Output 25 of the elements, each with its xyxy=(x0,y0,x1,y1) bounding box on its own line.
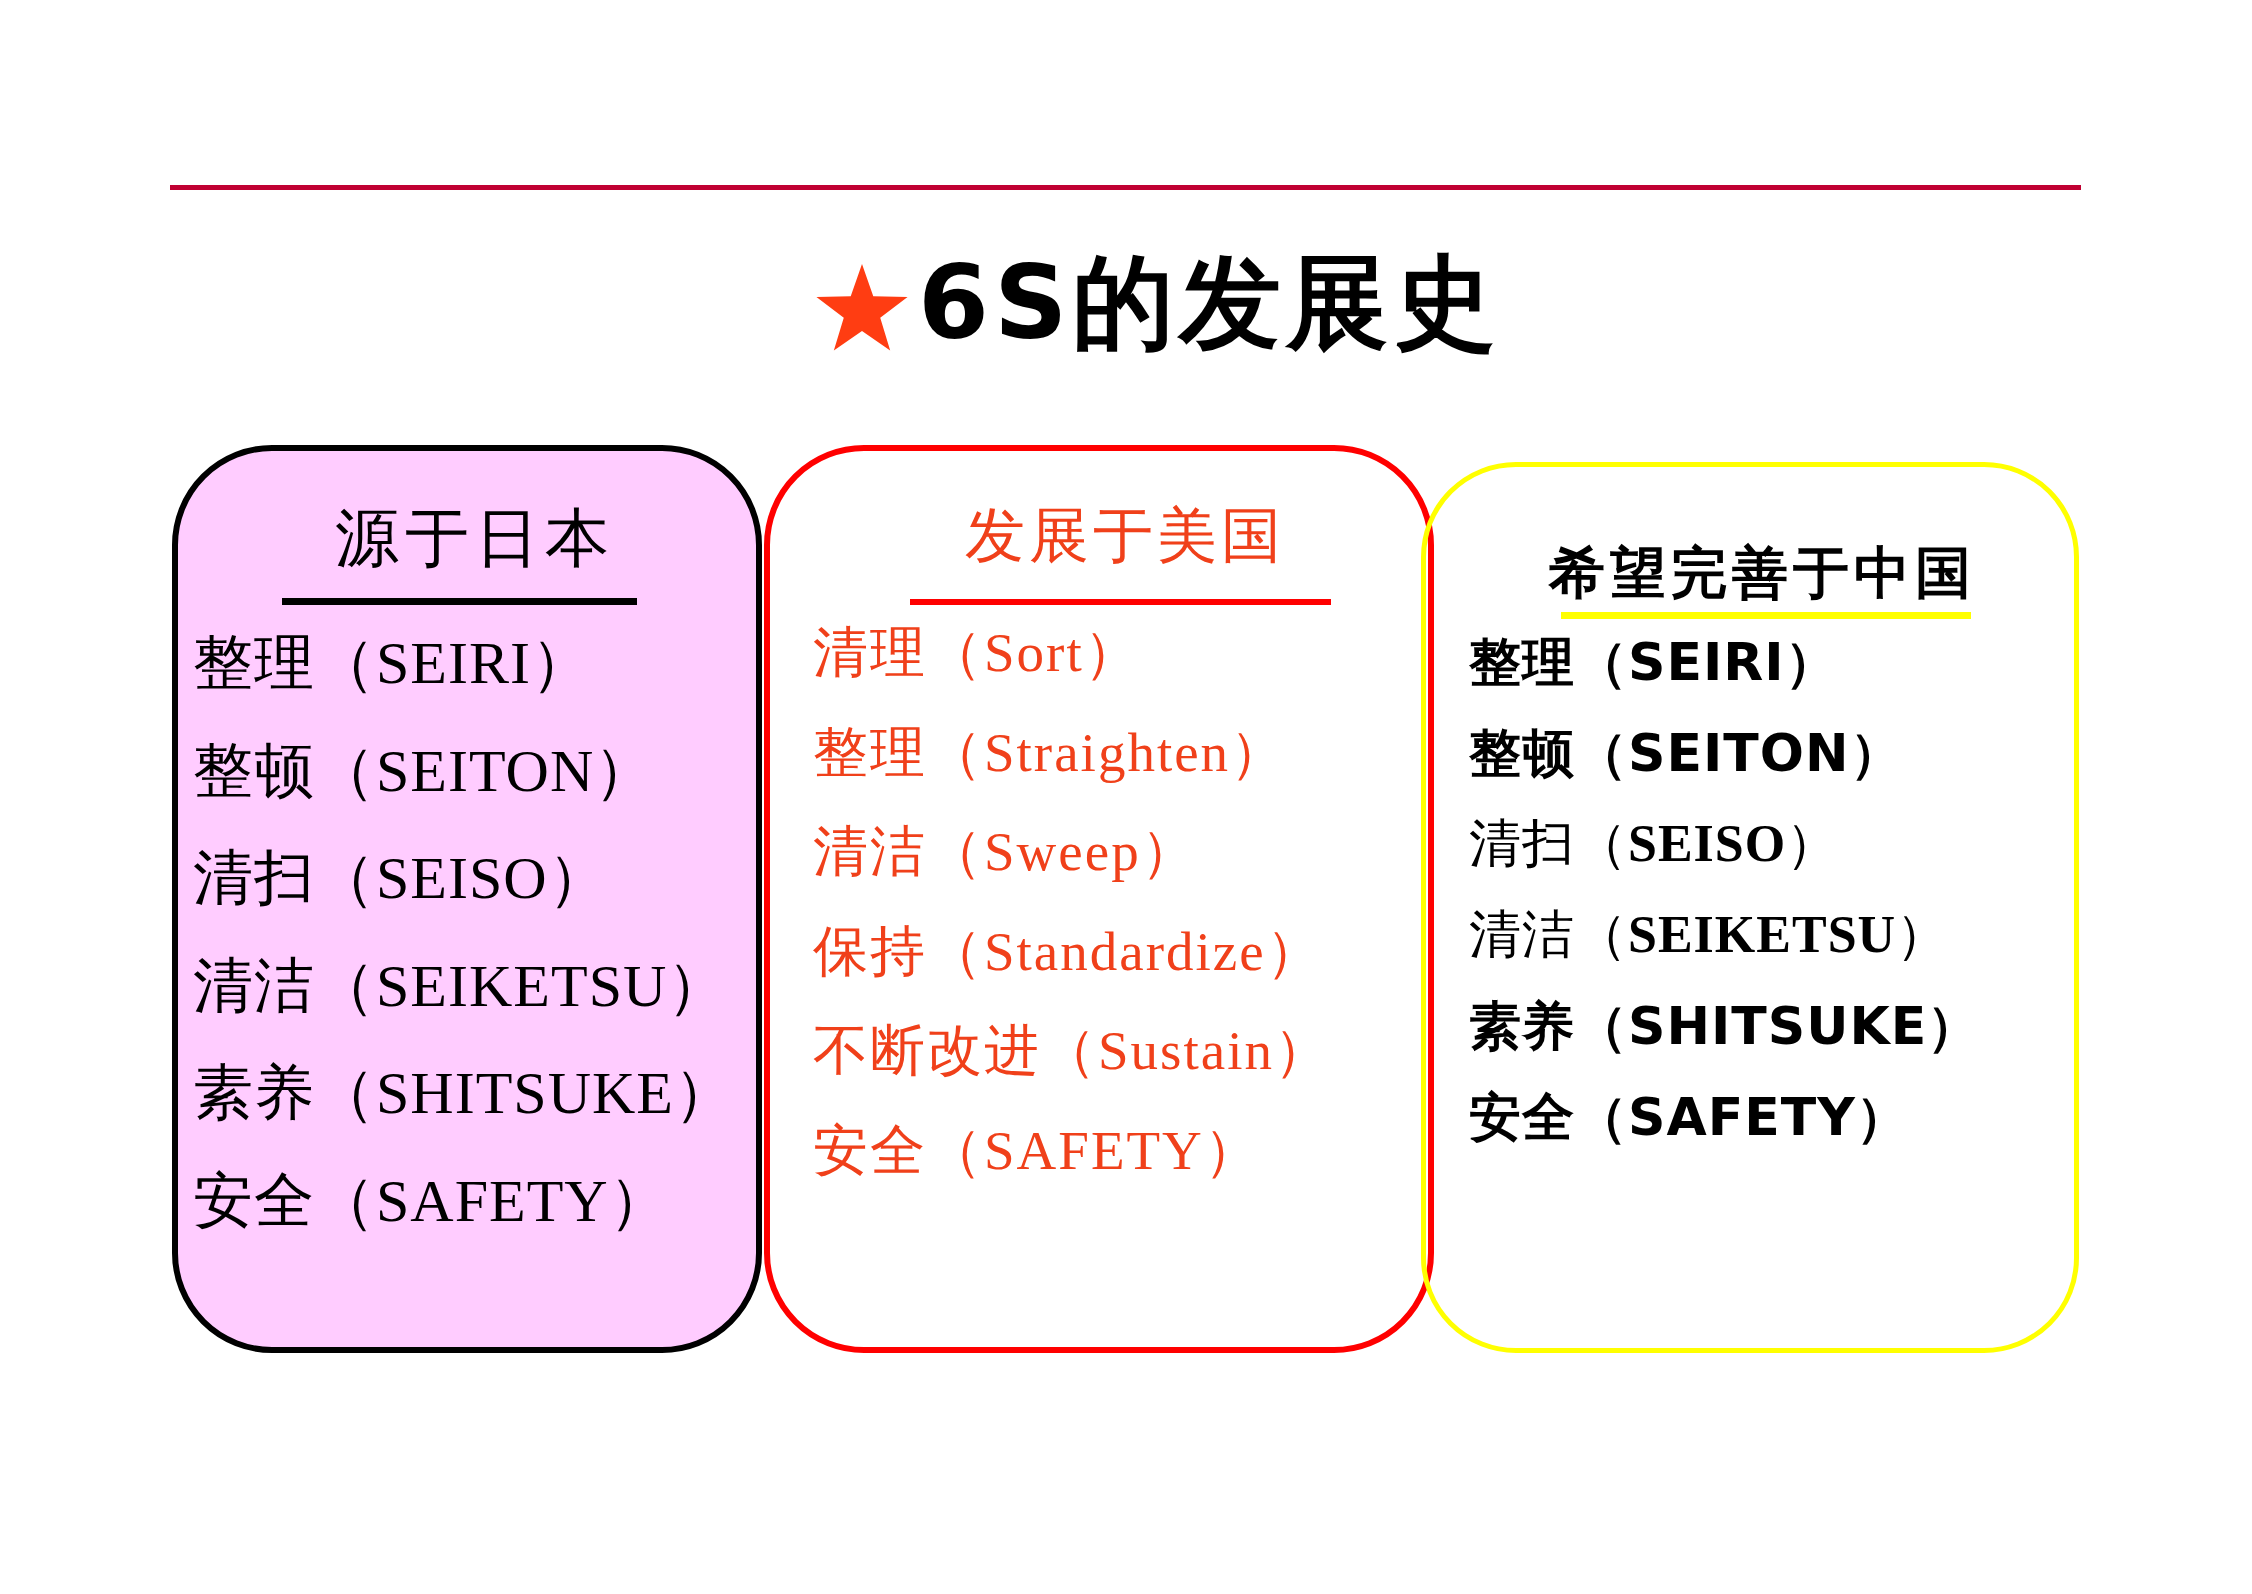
term-item: 整理（SEIRI） xyxy=(1469,631,1838,693)
term-item: 清理（Sort） xyxy=(813,621,1141,685)
term-item: 不断改进（Sustain） xyxy=(813,1019,1331,1083)
term-item: 清洁（SEIKETSU） xyxy=(1469,905,1950,965)
term-item: 清洁（SEIKETSU） xyxy=(193,951,729,1021)
panel-heading: 希望完善于中国 xyxy=(1547,538,1976,606)
term-item: 整理（SEIRI） xyxy=(193,629,592,698)
panel-heading: 发展于美国 xyxy=(964,502,1285,571)
term-item: 保持（Standardize） xyxy=(813,919,1323,984)
rounded-panel xyxy=(172,445,762,1353)
rounded-panel xyxy=(1421,462,2079,1353)
term-item: 整顿（SEITON） xyxy=(193,736,656,806)
term-item: 安全（SAFETY） xyxy=(813,1118,1261,1183)
term-item: 安全（SAFETY） xyxy=(1469,1086,1909,1148)
term-item: 素养（SHITSUKE） xyxy=(1469,995,1981,1057)
rounded-panel xyxy=(764,445,1434,1353)
term-item: 整理（Straighten） xyxy=(813,720,1288,785)
title-text: 6S的发展史 xyxy=(918,244,1501,362)
term-item: 整顿（SEITON） xyxy=(1469,722,1903,784)
term-item: 素养（SHITSUKE） xyxy=(193,1059,735,1129)
term-item: 安全（SAFETY） xyxy=(193,1167,670,1236)
term-item: 清扫（SEISO） xyxy=(1469,814,1840,874)
panel-heading: 源于日本 xyxy=(334,501,615,576)
term-item: 清洁（Sweep） xyxy=(813,820,1198,884)
term-item: 清扫（SEISO） xyxy=(193,844,609,914)
